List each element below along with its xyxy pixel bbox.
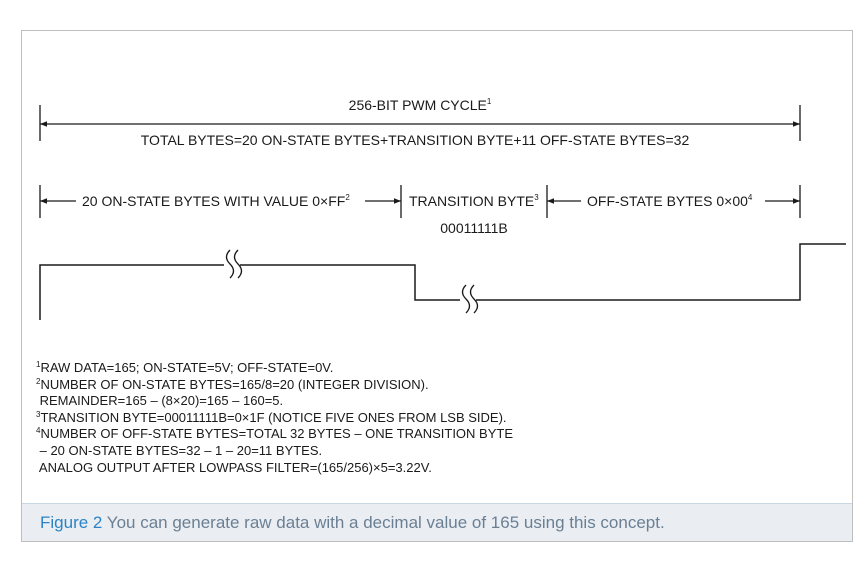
on-state-label: 20 ON-STATE BYTES WITH VALUE 0×FF2 (82, 193, 350, 209)
figure-number: Figure 2 (40, 513, 103, 532)
break-symbol-high (224, 249, 243, 279)
off-state-label: OFF-STATE BYTES 0×004 (587, 193, 753, 209)
cycle-dimension: 256-BIT PWM CYCLE1 TOTAL BYTES=20 ON-STA… (39, 97, 801, 148)
figure-frame (21, 30, 853, 542)
footnotes: 1RAW DATA=165; ON-STATE=5V; OFF-STATE=0V… (36, 360, 513, 476)
total-bytes-label: TOTAL BYTES=20 ON-STATE BYTES+TRANSITION… (141, 132, 690, 148)
footnote-4-output: ANALOG OUTPUT AFTER LOWPASS FILTER=(165/… (36, 459, 432, 475)
footnote-4: 4NUMBER OF OFF-STATE BYTES=TOTAL 32 BYTE… (36, 426, 513, 442)
waveform-line (39, 243, 846, 320)
footnote-1: 1RAW DATA=165; ON-STATE=5V; OFF-STATE=0V… (36, 360, 334, 375)
caption-text: You can generate raw data with a decimal… (102, 513, 665, 532)
transition-value: 00011111B (440, 220, 507, 236)
footnote-4-cont: – 20 ON-STATE BYTES=32 – 1 – 20=11 BYTES… (36, 442, 323, 458)
figure-caption: Figure 2 You can generate raw data with … (40, 513, 665, 533)
transition-label: TRANSITION BYTE3 (409, 193, 539, 209)
footnote-2-cont: REMAINDER=165 – (8×20)=165 – 160=5. (36, 393, 284, 409)
caption-bar: Figure 2 You can generate raw data with … (22, 503, 852, 541)
cycle-label: 256-BIT PWM CYCLE1 (349, 97, 492, 113)
footnote-3: 3TRANSITION BYTE=00011111B=0×1F (NOTICE … (36, 409, 507, 425)
footnote-2: 2NUMBER OF ON-STATE BYTES=165/8=20 (INTE… (36, 376, 429, 392)
pwm-waveform (39, 243, 846, 320)
segment-dimension: 20 ON-STATE BYTES WITH VALUE 0×FF2 TRANS… (39, 185, 801, 236)
break-symbol-low (460, 284, 479, 314)
